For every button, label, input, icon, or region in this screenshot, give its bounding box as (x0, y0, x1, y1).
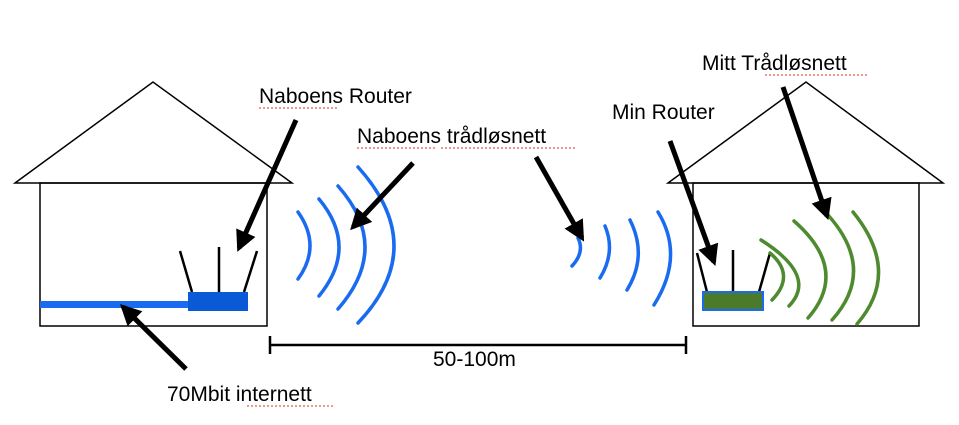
neighbor-router-antenna-left (178, 250, 194, 293)
arrow-neighbor-wifi (350, 161, 415, 231)
label-neighbor-wifi: Naboens trådløsnett (357, 125, 546, 148)
my-signal-arc-4 (826, 213, 856, 322)
pointer-arrows (120, 86, 832, 371)
arrow-internet (120, 304, 188, 371)
neighbor-router-body (188, 292, 248, 311)
my-signal-arc-1 (768, 251, 786, 302)
my-signal-arc-3 (792, 219, 828, 320)
neighbor-signal-arc-2 (317, 197, 341, 298)
my-signal-arc-2 (759, 238, 801, 308)
my-house-roof (665, 81, 946, 184)
my-house (665, 81, 946, 327)
neighbor-signal-far-arc-1 (570, 236, 583, 268)
arrow-far-signal (533, 155, 585, 242)
neighbor-signal-arc-4 (356, 165, 396, 325)
label-neighbor-router: Naboens Router (259, 85, 412, 108)
distance-bar (268, 336, 688, 354)
neighbor-signal-arc-3 (336, 184, 367, 311)
arrow-neighbor-router (236, 118, 299, 252)
neighbor-signal-far-arc-4 (652, 210, 673, 307)
my-router-antenna-right (757, 252, 772, 293)
my-signal (759, 210, 881, 326)
label-my-router: Min Router (612, 101, 715, 124)
neighbor-signal-far-arc-3 (625, 218, 641, 292)
my-house-body (692, 182, 920, 327)
label-internet: 70Mbit internett (167, 383, 312, 406)
internet-cable (40, 301, 192, 308)
arrow-my-router (667, 140, 719, 266)
my-router-antenna-left (695, 252, 709, 293)
my-router-body (702, 291, 764, 311)
neighbor-house-body (39, 182, 268, 327)
arrow-my-wifi (780, 86, 832, 220)
neighbor-house (12, 81, 295, 327)
spellcheck-underlines (247, 74, 868, 407)
neighbor-signal-far-arc-2 (598, 224, 612, 280)
neighbor-signal-near (296, 165, 396, 325)
neighbor-router (178, 247, 259, 311)
neighbor-router-antenna-right (242, 250, 259, 293)
label-my-wifi: Mitt Trådløsnett (702, 52, 847, 75)
my-signal-arc-5 (851, 210, 881, 326)
neighbor-signal-arc-1 (296, 210, 312, 281)
neighbor-signal-far (570, 210, 673, 307)
label-distance: 50-100m (433, 348, 516, 371)
my-router (695, 250, 772, 311)
neighbor-house-roof (12, 81, 295, 184)
